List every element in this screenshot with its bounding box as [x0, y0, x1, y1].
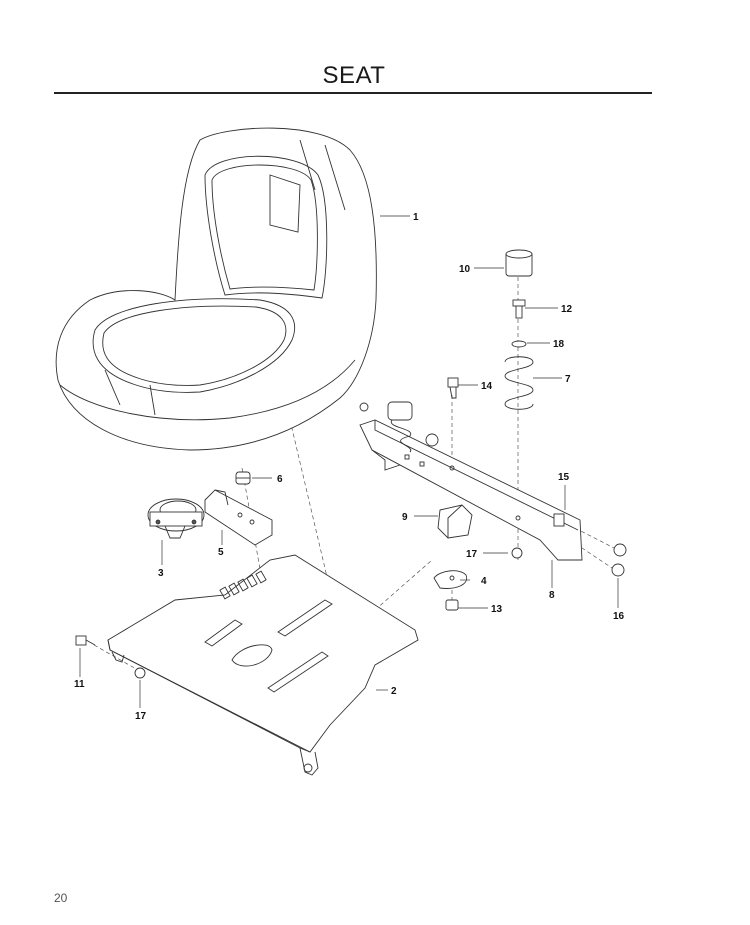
pivot-bracket[interactable] [437, 504, 473, 539]
seat-cushion[interactable] [55, 127, 377, 451]
callout-14: 14 [481, 381, 493, 392]
bolt[interactable] [512, 299, 526, 319]
seat-pan[interactable] [107, 554, 419, 776]
callout-12: 12 [561, 304, 573, 315]
callout-13: 13 [491, 604, 503, 615]
callout-6: 6 [277, 474, 283, 485]
callout-17-front: 17 [135, 711, 147, 722]
seat-rail[interactable] [359, 419, 583, 561]
callout-15: 15 [558, 472, 570, 483]
spring[interactable] [504, 356, 534, 410]
lock-nuts[interactable] [611, 543, 627, 577]
leader-lines [79, 215, 619, 708]
callout-7: 7 [565, 374, 571, 385]
callout-17-rear: 17 [466, 549, 478, 560]
switch-bracket[interactable] [204, 489, 273, 546]
callout-2: 2 [391, 686, 397, 697]
stud[interactable] [553, 513, 565, 527]
rail-isolator [359, 401, 439, 453]
title-rule [54, 92, 652, 94]
callout-11: 11 [74, 679, 85, 690]
rubber-bumper[interactable] [235, 471, 251, 485]
callout-5: 5 [218, 547, 224, 558]
callout-10: 10 [459, 264, 471, 275]
nut-front[interactable] [134, 667, 146, 679]
nut-rear[interactable] [511, 547, 523, 559]
callout-4: 4 [481, 576, 487, 587]
pivot-bolt[interactable] [75, 635, 96, 646]
page-title: SEAT [322, 62, 386, 89]
callout-16: 16 [613, 611, 625, 622]
knob-bolt[interactable] [445, 599, 459, 611]
callout-1: 1 [413, 212, 419, 223]
spring-bumper[interactable] [505, 249, 533, 277]
page-number: 20 [54, 891, 68, 905]
callout-3: 3 [158, 568, 164, 579]
callout-18: 18 [553, 339, 565, 350]
callout-9: 9 [402, 512, 408, 523]
screw[interactable] [447, 377, 459, 399]
cam-plate[interactable] [433, 570, 468, 589]
seat-switch[interactable] [147, 498, 205, 539]
washer[interactable] [511, 340, 527, 348]
callout-8: 8 [549, 590, 555, 601]
seat-pan-slots [219, 570, 267, 600]
callout-labels: 1 2 3 4 5 6 7 8 9 10 11 12 13 14 15 16 1… [74, 212, 625, 722]
